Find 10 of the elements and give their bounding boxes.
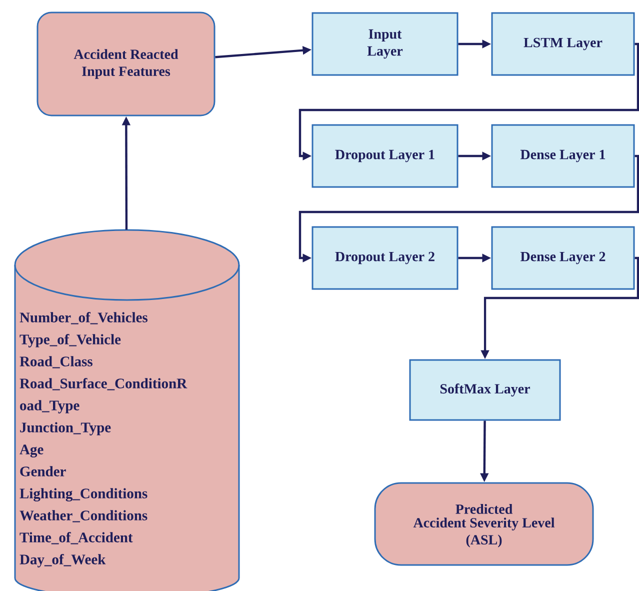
- layer-box: Input Layer: [312, 12, 458, 76]
- layer-box: Dropout Layer 1: [312, 124, 458, 188]
- input-box: Accident Reacted Input Features: [36, 12, 216, 116]
- layer-box: SoftMax Layer: [409, 359, 561, 421]
- layer-box: Dropout Layer 2: [312, 226, 458, 290]
- output-box: Predicted Accident Severity Level (ASL): [374, 482, 594, 566]
- database-cylinder: Number_of_Vehicles Type_of_Vehicle Road_Class Road_Surface_ConditionR oad_Type Junction_Type Age Gender Lighting_Conditions Weather_Conditions Time_of_Accident Day_of_Week: [14, 229, 240, 591]
- layer-box: Dense Layer 1: [491, 124, 635, 188]
- layer-box: Dense Layer 2: [491, 226, 635, 290]
- layer-box: LSTM Layer: [491, 12, 635, 76]
